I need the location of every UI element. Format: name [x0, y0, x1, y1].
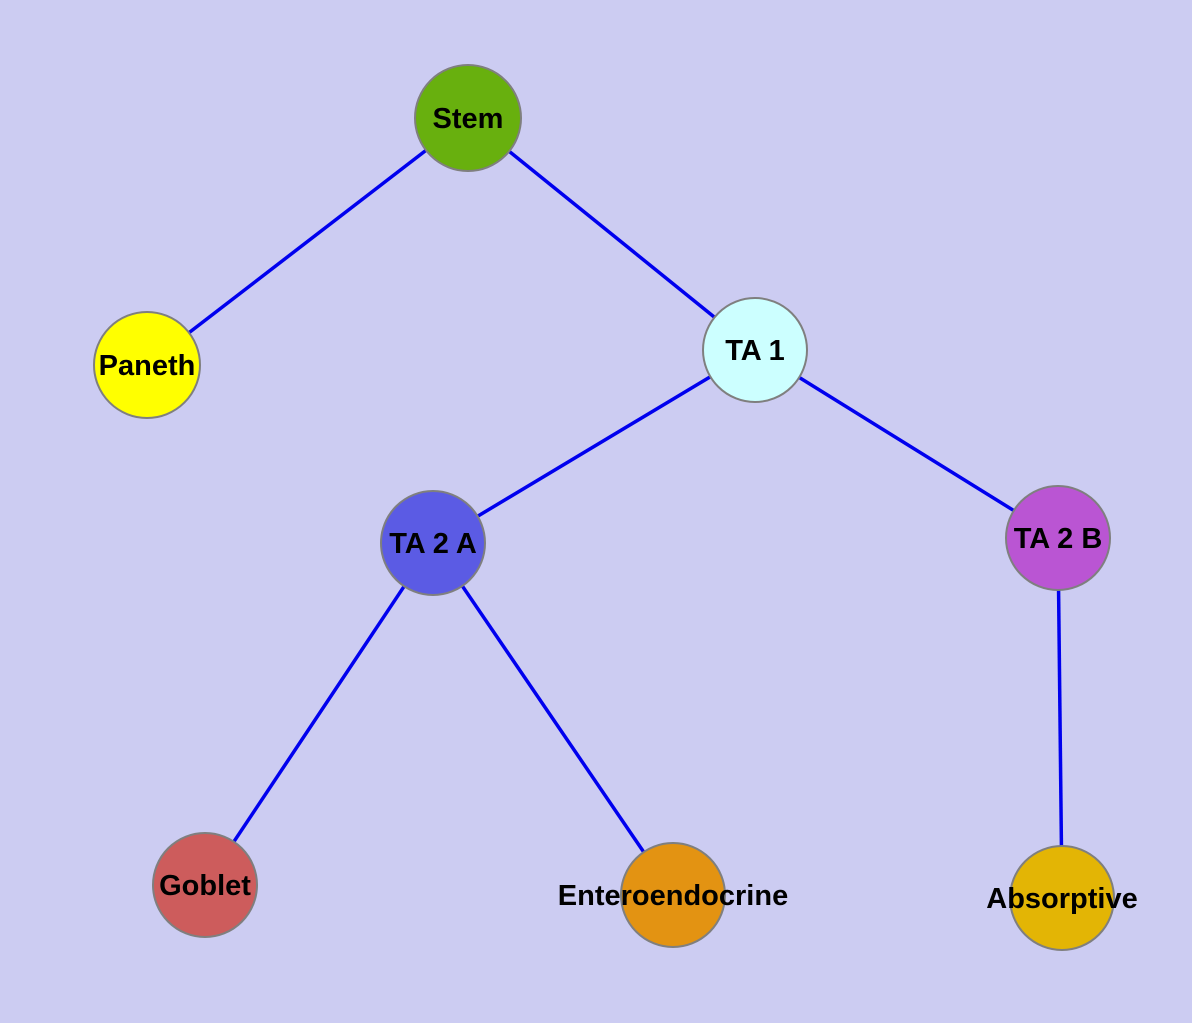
node-circle-ta-2-b[interactable] [1005, 485, 1111, 591]
node-circle-ta-2-a[interactable] [380, 490, 486, 596]
node-circle-enteroendocrine[interactable] [620, 842, 726, 948]
edge-stem-ta-1 [466, 116, 757, 352]
edge-stem-paneth [145, 116, 470, 367]
edge-ta-1-ta-2-b [754, 348, 1059, 540]
node-circle-goblet[interactable] [152, 832, 258, 938]
edge-ta-2-b-absorptive [1056, 537, 1064, 899]
node-ta-2-a[interactable]: TA 2 A [380, 490, 486, 596]
node-circle-paneth[interactable] [93, 311, 201, 419]
node-ta-2-b[interactable]: TA 2 B [1005, 485, 1111, 591]
edge-ta-1-ta-2-a [432, 348, 756, 545]
node-goblet[interactable]: Goblet [152, 832, 258, 938]
node-absorptive[interactable]: Absorptive [986, 845, 1138, 951]
node-circle-ta-1[interactable] [702, 297, 808, 403]
node-ta-1[interactable]: TA 1 [702, 297, 808, 403]
node-circle-stem[interactable] [414, 64, 522, 172]
node-circle-absorptive[interactable] [1009, 845, 1115, 951]
node-paneth[interactable]: Paneth [93, 311, 201, 419]
edge-ta-2-a-goblet [203, 542, 435, 886]
edge-layer [145, 116, 1064, 899]
node-stem[interactable]: Stem [414, 64, 522, 172]
edge-ta-2-a-enteroendocrine [431, 542, 675, 896]
node-enteroendocrine[interactable]: Enteroendocrine [558, 842, 788, 948]
